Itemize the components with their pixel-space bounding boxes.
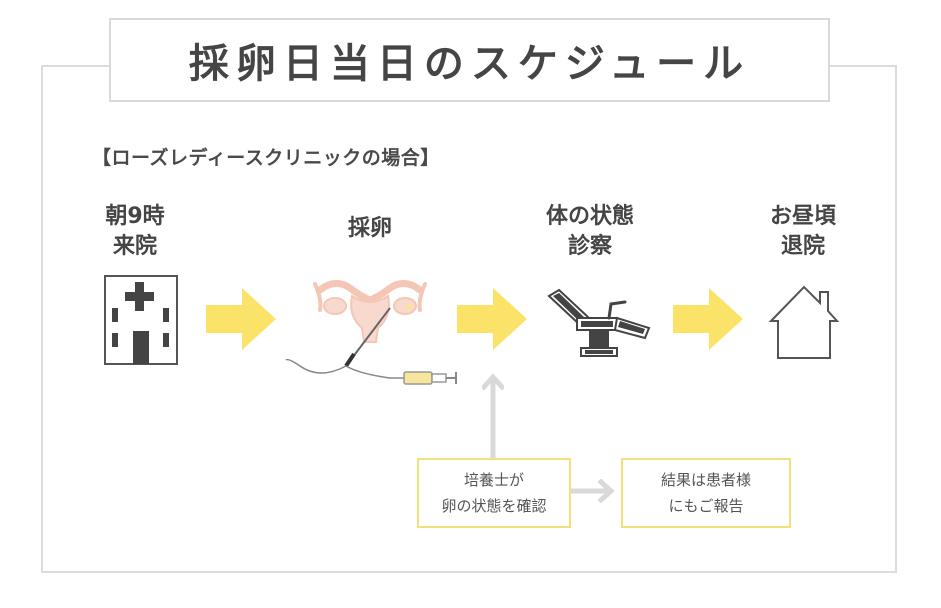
uterus-syringe-icon [285, 280, 457, 385]
note-report-line1: 結果は患者様 [660, 471, 751, 489]
arrow-right-gray-icon [571, 479, 615, 503]
note-embryologist-check: 培養士が 卵の状態を確認 [417, 458, 571, 528]
note-report-line2: にもご報告 [668, 497, 744, 515]
note-embryologist-line2: 卵の状態を確認 [441, 497, 547, 515]
step-label-arrival: 朝9時 来院 [100, 202, 170, 262]
step-label-discharge: お昼頃 退院 [763, 202, 843, 262]
arrow-right-icon-2 [457, 288, 527, 350]
step-exam-line2: 診察 [567, 234, 612, 259]
house-icon [768, 285, 840, 359]
step-exam-line1: 体の状態 [545, 204, 634, 229]
arrow-right-icon-3 [673, 288, 743, 350]
step-discharge-line1: お昼頃 [769, 204, 836, 229]
note-embryologist-line1: 培養士が [463, 471, 524, 489]
step-label-exam: 体の状態 診察 [530, 202, 650, 262]
step-arrival-line1: 朝9時 [105, 204, 165, 229]
note-report-to-patient: 結果は患者様 にもご報告 [621, 458, 791, 528]
step-arrival-line2: 来院 [112, 234, 157, 259]
arrow-right-icon-1 [206, 288, 276, 350]
exam-chair-icon [547, 288, 651, 357]
hospital-icon [104, 275, 178, 365]
step-label-retrieval: 採卵 [330, 214, 410, 244]
arrow-up-icon [482, 373, 504, 459]
title-box: 採卵日当日のスケジュール [109, 18, 830, 102]
step-retrieval-line1: 採卵 [347, 216, 392, 241]
page-title: 採卵日当日のスケジュール [188, 41, 751, 87]
clinic-subtitle: 【ローズレディースクリニックの場合】 [92, 147, 440, 169]
step-discharge-line2: 退院 [780, 234, 825, 259]
